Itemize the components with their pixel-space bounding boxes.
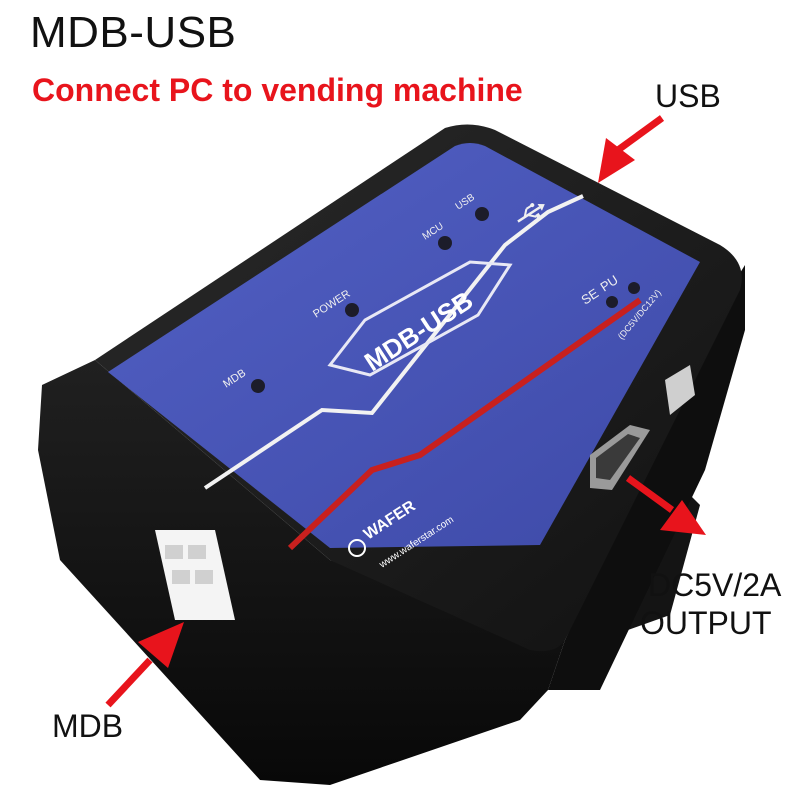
pu-led: [628, 282, 640, 294]
side-connector: [665, 365, 695, 415]
usb-arrow: [598, 115, 665, 183]
power-led: [345, 303, 359, 317]
page-subtitle: Connect PC to vending machine: [32, 72, 523, 108]
mdb-callout-label: MDB: [52, 708, 124, 744]
device-label: [108, 143, 700, 551]
usb-icon: [517, 203, 545, 223]
output-arrow: [625, 475, 706, 535]
mdb-arrow: [105, 622, 184, 708]
output-label: OUTPUT: [640, 605, 772, 641]
page-title: MDB-USB: [30, 8, 237, 57]
mdb-port: [155, 530, 235, 620]
mcu-led: [438, 236, 452, 250]
mdb-led: [251, 379, 265, 393]
usb-callout-label: USB: [655, 78, 721, 114]
se-led: [606, 296, 618, 308]
usb-port: [590, 425, 650, 490]
case-side: [38, 360, 565, 785]
dc-output-label: DC5V/2A: [648, 567, 782, 603]
usb-led: [475, 207, 489, 221]
